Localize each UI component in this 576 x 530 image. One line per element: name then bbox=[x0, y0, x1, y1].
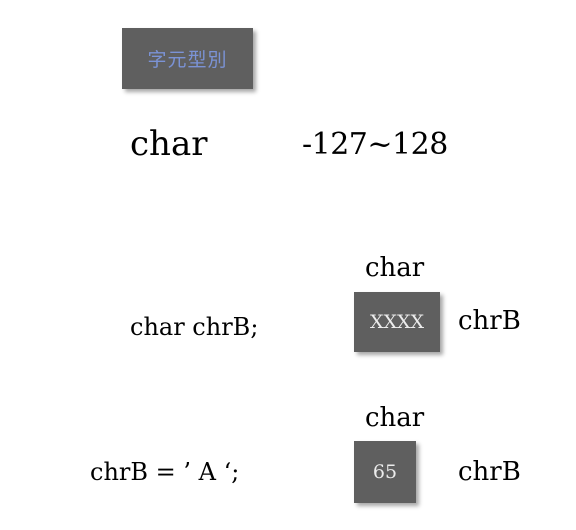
assignment-code: chrB = ’ A ‘; bbox=[90, 458, 240, 486]
assignment-memory-box: 65 bbox=[354, 441, 416, 503]
assignment-box-value: 65 bbox=[372, 461, 398, 483]
type-range: -127~128 bbox=[302, 127, 448, 162]
title-text: 字元型別 bbox=[147, 49, 228, 71]
declaration-box-value: XXXX bbox=[369, 311, 425, 333]
declaration-type-label: char bbox=[365, 253, 425, 283]
declaration-memory-box: XXXX bbox=[354, 292, 440, 352]
declaration-code: char chrB; bbox=[130, 313, 259, 341]
assignment-var-label: chrB bbox=[458, 457, 521, 487]
type-name: char bbox=[130, 124, 208, 164]
assignment-type-label: char bbox=[365, 403, 425, 433]
title-box: 字元型別 bbox=[122, 28, 253, 89]
declaration-var-label: chrB bbox=[458, 306, 521, 336]
